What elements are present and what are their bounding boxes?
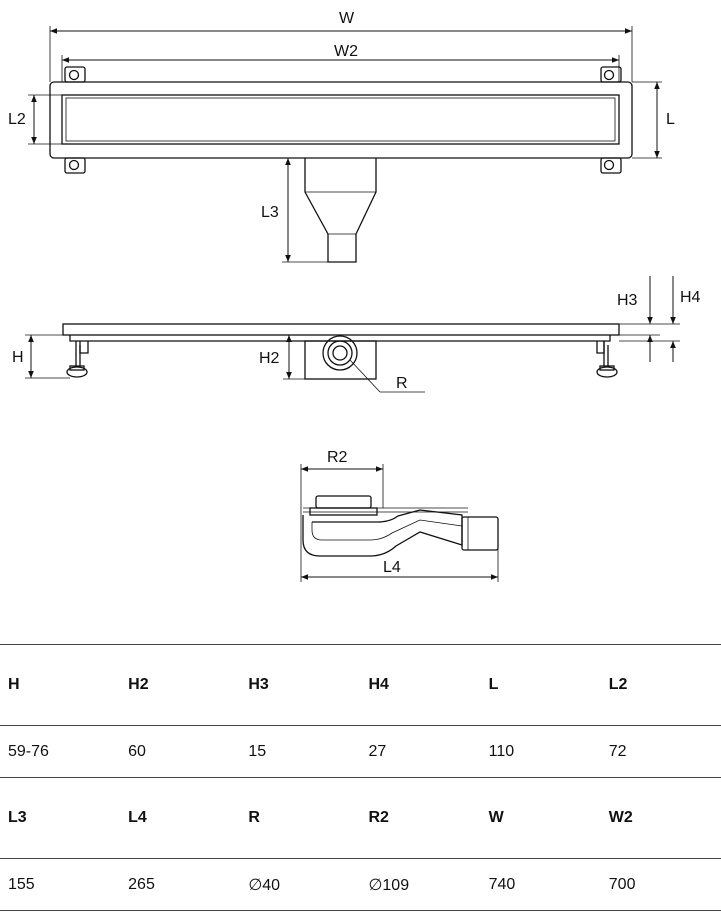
side-view: [25, 276, 680, 393]
table-header-cell: R2: [360, 777, 481, 859]
table-value-cell: 110: [480, 725, 601, 778]
table-value-cell: 27: [360, 725, 481, 778]
label-l4: L4: [383, 559, 401, 576]
label-h3: H3: [617, 292, 638, 309]
technical-drawing: W W2 L2 L L3: [8, 10, 701, 582]
drain-channel-outline: [49, 81, 633, 159]
table-header-cell: H3: [240, 644, 361, 726]
table-header-cell: H: [0, 644, 121, 726]
table-row: 155 265 ∅40 ∅109 740 700: [0, 858, 721, 911]
table-value-cell: ∅40: [240, 858, 361, 911]
outlet-funnel: [304, 158, 377, 263]
table-value-cell: 59-76: [0, 725, 121, 778]
table-value-cell: 700: [600, 858, 721, 911]
table-header-cell: W: [480, 777, 601, 859]
label-h2: H2: [259, 350, 280, 367]
table-value-cell: 15: [240, 725, 361, 778]
label-l3: L3: [261, 204, 279, 221]
siphon-body: [302, 509, 463, 557]
siphon-outlet-pipe: [461, 516, 499, 551]
dimensions-table: H H2 H3 H4 L L2 59-76 60 15 27 110 72 L3…: [0, 644, 721, 911]
table-header-cell: L: [480, 644, 601, 726]
table-row: 59-76 60 15 27 110 72: [0, 725, 721, 778]
table-header-cell: H2: [120, 644, 241, 726]
table-value-cell: 155: [0, 858, 121, 911]
label-r: R: [396, 375, 408, 392]
label-l2: L2: [8, 111, 26, 128]
siphon-cap: [315, 495, 372, 509]
label-h: H: [12, 349, 24, 366]
table-row: H H2 H3 H4 L L2: [0, 644, 721, 726]
label-l: L: [666, 111, 675, 128]
outlet-pipe-outer: [322, 335, 358, 371]
table-header-cell: L4: [120, 777, 241, 859]
table-value-cell: 265: [120, 858, 241, 911]
top-view: [28, 26, 662, 263]
table-value-cell: 60: [120, 725, 241, 778]
table-header-cell: W2: [600, 777, 721, 859]
table-value-cell: 72: [600, 725, 721, 778]
table-header-cell: L2: [600, 644, 721, 726]
label-h4: H4: [680, 289, 701, 306]
drain-grate: [61, 94, 620, 145]
table-value-cell: ∅109: [360, 858, 481, 911]
table-header-cell: L3: [0, 777, 121, 859]
label-w: W: [339, 10, 355, 27]
side-grate-plate: [62, 323, 620, 336]
table-value-cell: 740: [480, 858, 601, 911]
table-row: L3 L4 R R2 W W2: [0, 777, 721, 859]
table-header-cell: R: [240, 777, 361, 859]
label-w2: W2: [334, 43, 358, 60]
label-r2: R2: [327, 449, 348, 466]
siphon-view: [300, 464, 499, 582]
table-header-cell: H4: [360, 644, 481, 726]
